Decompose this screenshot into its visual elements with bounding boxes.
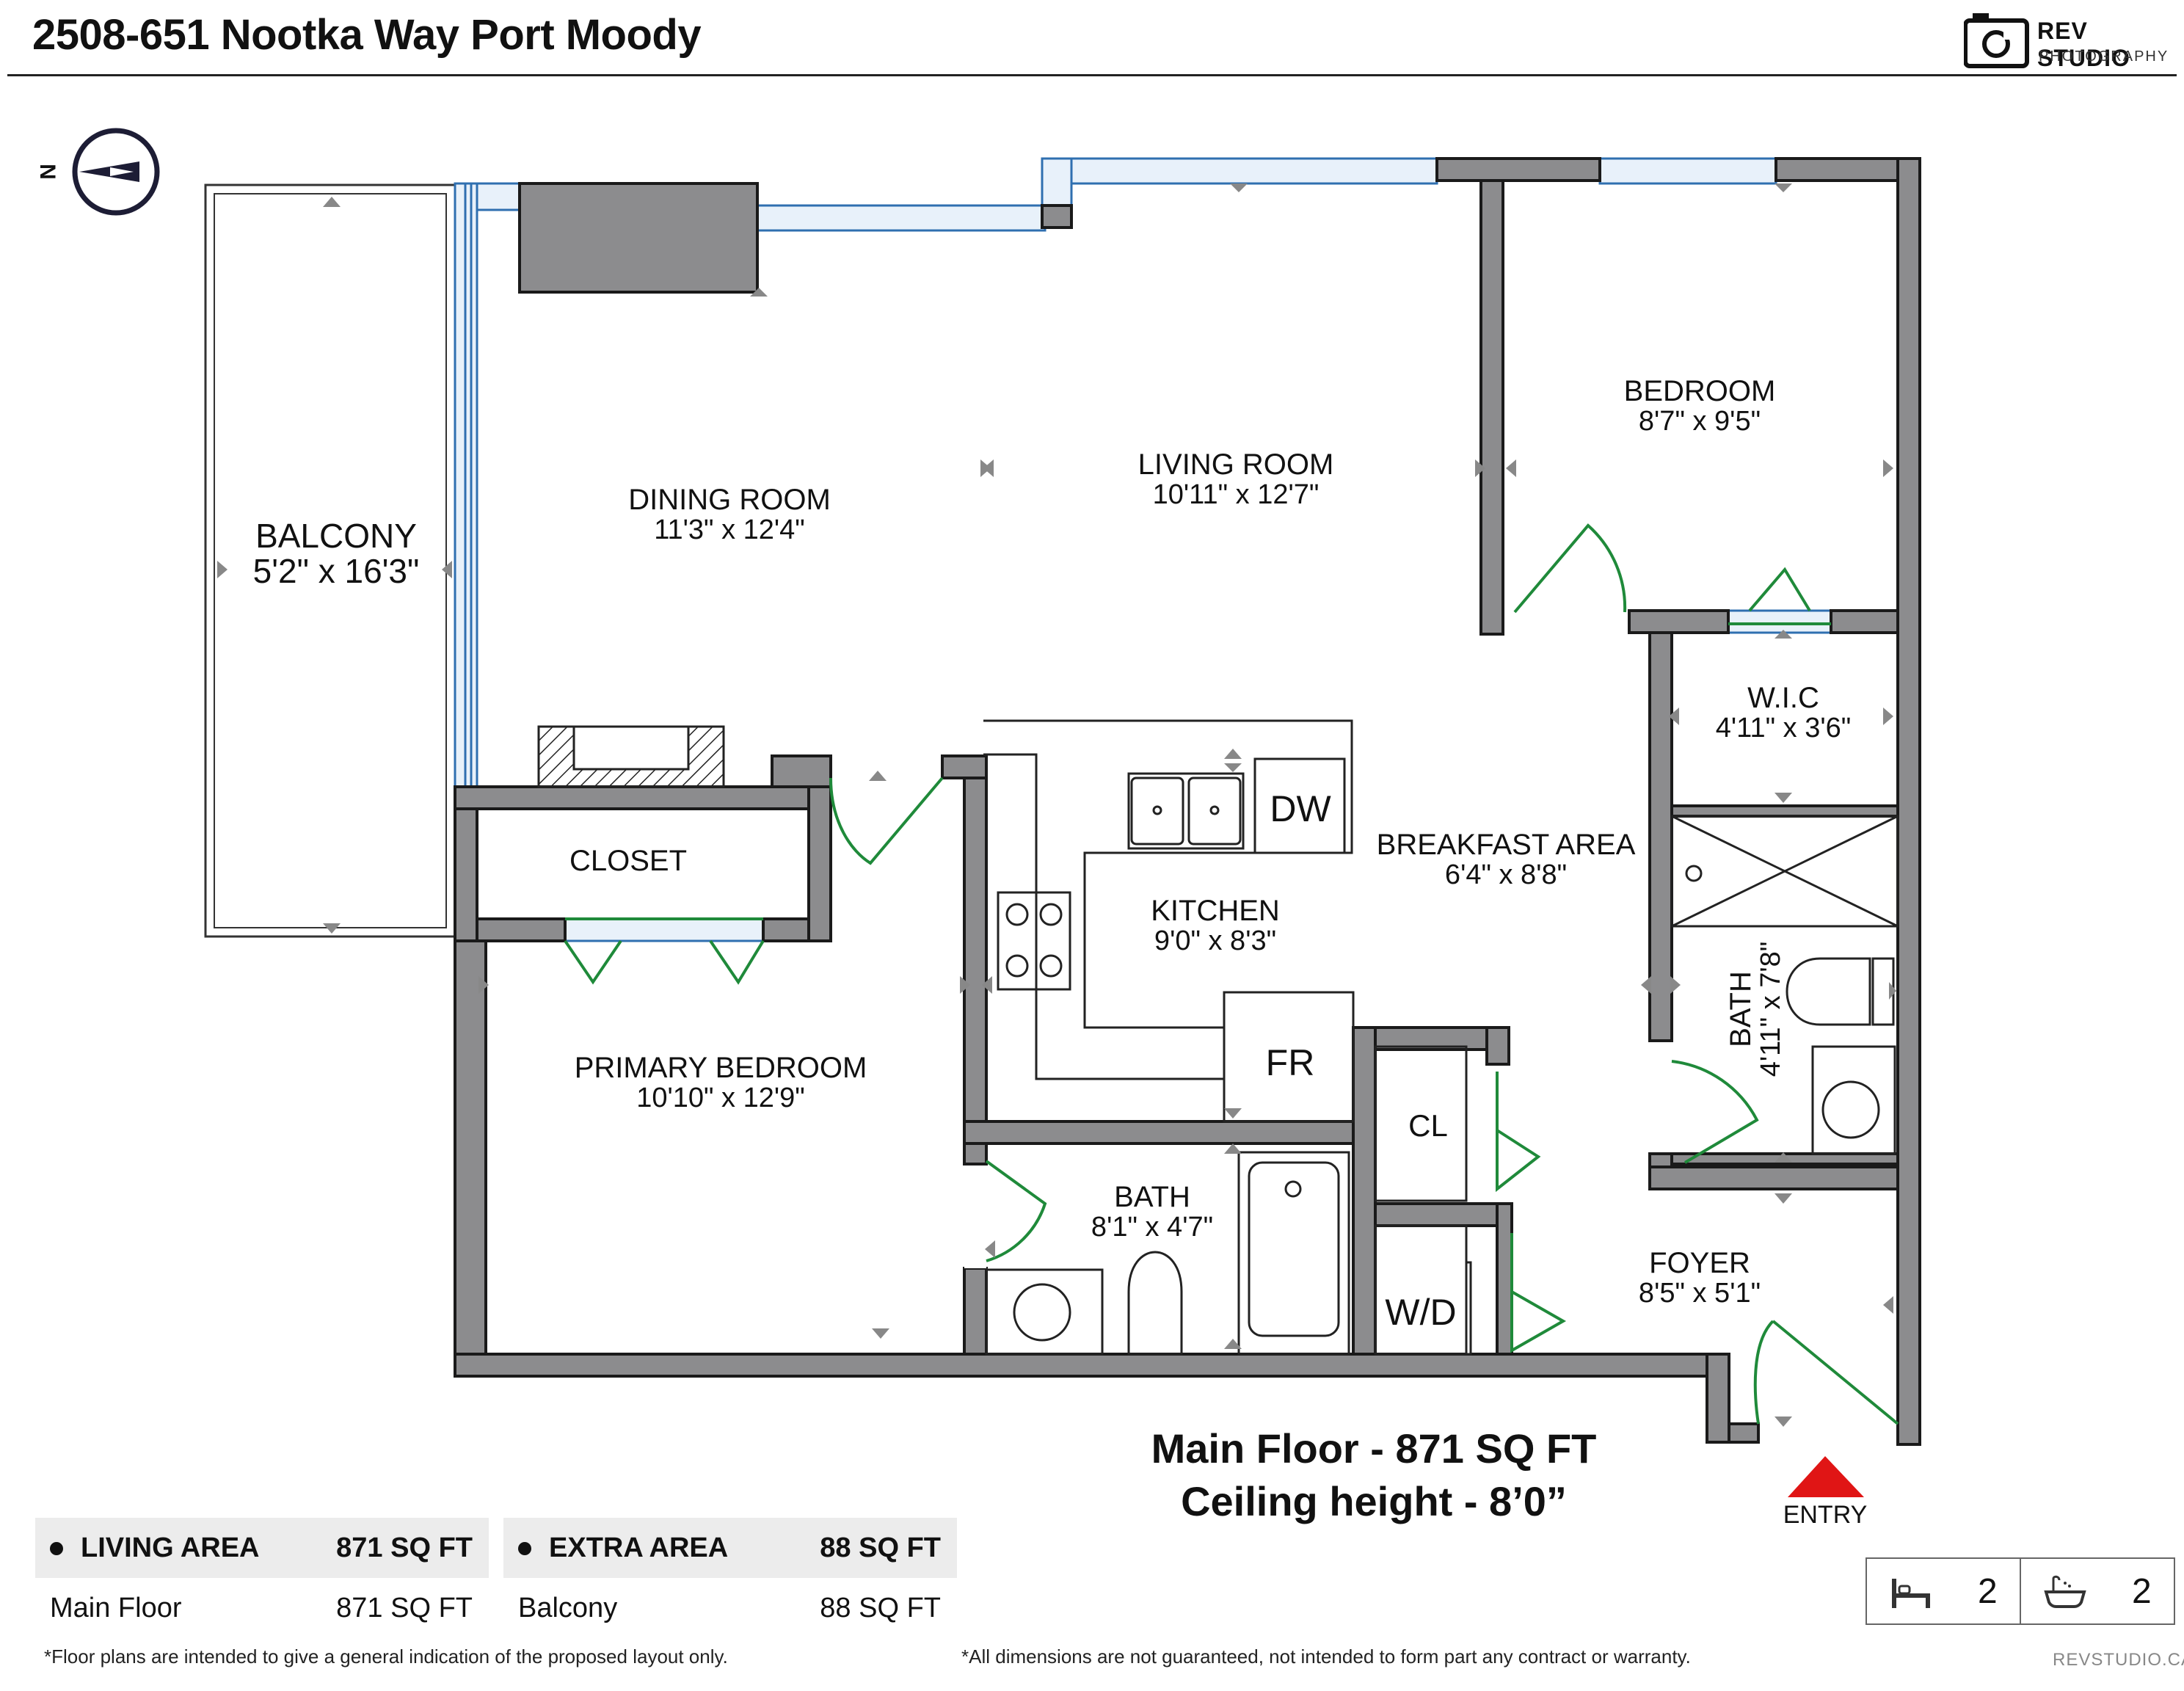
- measure-markers: [217, 183, 1896, 1427]
- website-link[interactable]: REVSTUDIO.CA: [2053, 1650, 2184, 1670]
- washer-dryer-label: W/D: [1385, 1292, 1457, 1333]
- floor-summary: Main Floor - 871 SQ FT Ceiling height - …: [1151, 1425, 1597, 1524]
- bedroom-count: 2: [1867, 1559, 2020, 1623]
- laundry: [1374, 1045, 1472, 1356]
- bathtub-icon: [2044, 1575, 2086, 1608]
- room-count-box: 2 2: [1866, 1557, 2175, 1625]
- bathroom-count: 2: [2020, 1559, 2174, 1623]
- fridge-label: FR: [1265, 1042, 1315, 1083]
- walls: [454, 157, 1921, 1446]
- bed-icon: [1892, 1579, 1931, 1608]
- hearth: [537, 725, 725, 788]
- compass-north-label: N: [35, 164, 59, 180]
- page-title: 2508-651 Nootka Way Port Moody: [32, 11, 702, 59]
- logo-subtitle: PHOTOGRAPHY: [2039, 48, 2169, 65]
- dishwasher-label: DW: [1270, 788, 1331, 829]
- compass-icon: [72, 128, 160, 216]
- disclaimer-left: *Floor plans are intended to give a gene…: [44, 1645, 728, 1668]
- closet-cl-label: CL: [1408, 1108, 1448, 1143]
- balcony-outline: [204, 183, 456, 938]
- fireplace-block: [518, 182, 759, 294]
- disclaimer-right: *All dimensions are not guaranteed, not …: [961, 1645, 1691, 1668]
- ensuite-fixtures: [1670, 815, 1899, 1155]
- extra-area-table: EXTRA AREA 88 SQ FT Balcony 88 SQ FT: [503, 1518, 957, 1638]
- bath-fixtures: [985, 1151, 1350, 1356]
- room-closet: CLOSET: [569, 845, 688, 877]
- living-area-table: LIVING AREA 871 SQ FT Main Floor 871 SQ …: [35, 1518, 489, 1638]
- entry-arrow-icon: [1788, 1456, 1864, 1497]
- logo-brand: REV STUDIO: [2037, 18, 2130, 71]
- kitchen-counters: [983, 719, 1355, 1123]
- entry-label: ENTRY: [1783, 1501, 1868, 1529]
- doors: [564, 523, 1899, 1425]
- header-divider: [7, 74, 2177, 76]
- camera-logo-icon: [1964, 13, 2029, 68]
